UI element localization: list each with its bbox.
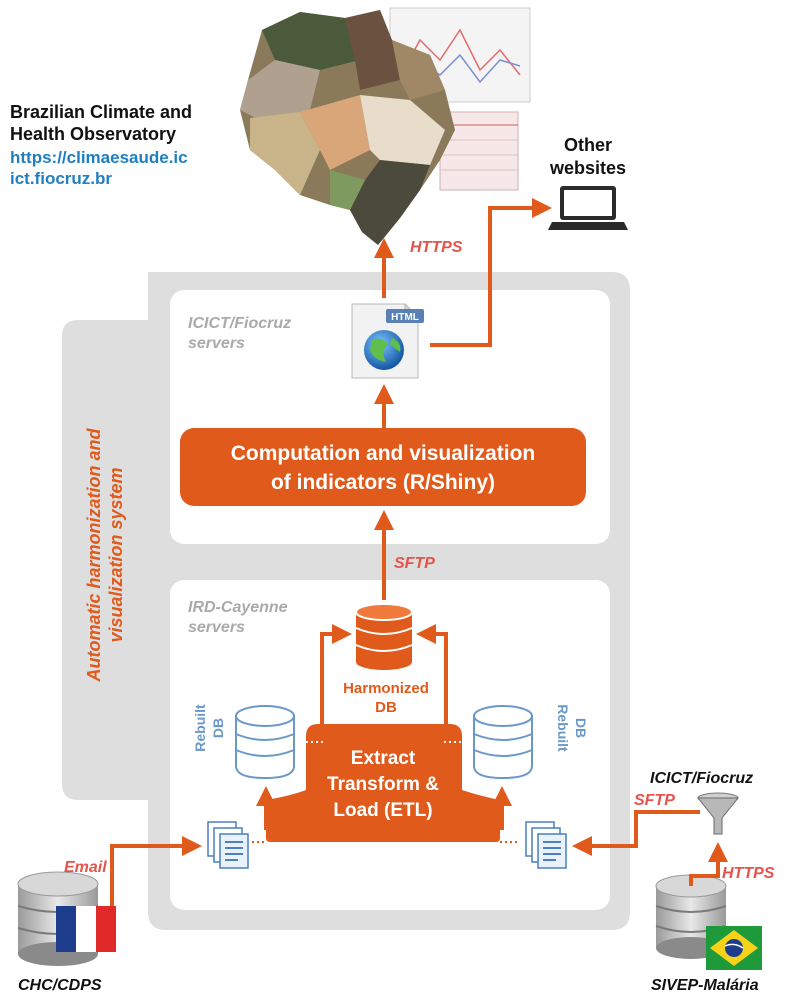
rebuilt-db-left-icon — [235, 705, 295, 780]
html-document-icon — [351, 302, 424, 379]
arrow-etl-to-db-right — [416, 624, 448, 724]
ird-servers-line1: IRD-Cayenne — [188, 599, 288, 616]
other-websites-line1: Other — [564, 135, 612, 155]
icict-servers-line2: servers — [188, 335, 245, 352]
source-left-label: CHC/CDPS — [18, 977, 102, 994]
brazil-flag-icon — [706, 926, 762, 970]
rebuilt-db-left-line1: Rebuilt — [192, 704, 208, 752]
other-websites-line2: websites — [549, 158, 626, 178]
icict-servers-line1: ICICT/Fiocruz — [188, 315, 291, 332]
rebuilt-db-left-line2: DB — [210, 718, 226, 738]
computation-line2: of indicators (R/Shiny) — [271, 471, 495, 494]
ird-servers-line2: servers — [188, 619, 245, 636]
france-flag-icon — [56, 906, 116, 952]
arrow-html-to-other-websites — [430, 198, 552, 347]
protocol-https-top: HTTPS — [410, 239, 463, 256]
arrow-filter-to-files — [572, 810, 700, 856]
protocol-sftp-mid: SFTP — [394, 555, 435, 572]
etl-box — [266, 724, 500, 842]
computation-box — [180, 428, 586, 506]
etl-line3: Load (ETL) — [333, 800, 432, 821]
etl-line1: Extract — [351, 748, 416, 769]
funnel-icon — [696, 792, 740, 835]
html-badge-label: HTML — [391, 312, 419, 323]
observatory-map-collage — [240, 7, 531, 245]
files-left-icon — [207, 821, 249, 869]
computation-line1: Computation and visualization — [231, 442, 536, 465]
harmonized-db-icon — [355, 603, 413, 670]
arrow-etl-to-db-left — [320, 624, 352, 724]
rebuilt-db-right-line1: Rebuilt — [555, 704, 571, 752]
observatory-title-line2: Health Observatory — [10, 124, 176, 144]
harmonized-db-line2: DB — [375, 699, 397, 716]
protocol-sftp-right: SFTP — [634, 792, 675, 809]
protocol-email: Email — [64, 859, 107, 876]
protocol-https-bottom: HTTPS — [722, 865, 775, 882]
system-label-line2: visualization system — [106, 467, 126, 642]
etl-line2: Transform & — [327, 774, 439, 795]
arrow-sivep-to-filter — [689, 842, 728, 886]
system-label-line1: Automatic harmonization and — [84, 427, 104, 682]
observatory-url-line2[interactable]: ict.fiocruz.br — [10, 169, 112, 188]
arrow-email — [110, 836, 202, 918]
source-right-label: SIVEP-Malária — [651, 977, 759, 994]
observatory-url-line1[interactable]: https://climaesaude.ic — [10, 148, 188, 167]
harmonized-db-line1: Harmonized — [343, 680, 429, 697]
laptop-icon — [548, 186, 628, 230]
observatory-title-line1: Brazilian Climate and — [10, 102, 192, 122]
filter-label: ICICT/Fiocruz — [650, 770, 753, 787]
files-right-icon — [525, 821, 567, 869]
rebuilt-db-right-line2: DB — [573, 718, 589, 738]
rebuilt-db-right-icon — [473, 705, 533, 780]
